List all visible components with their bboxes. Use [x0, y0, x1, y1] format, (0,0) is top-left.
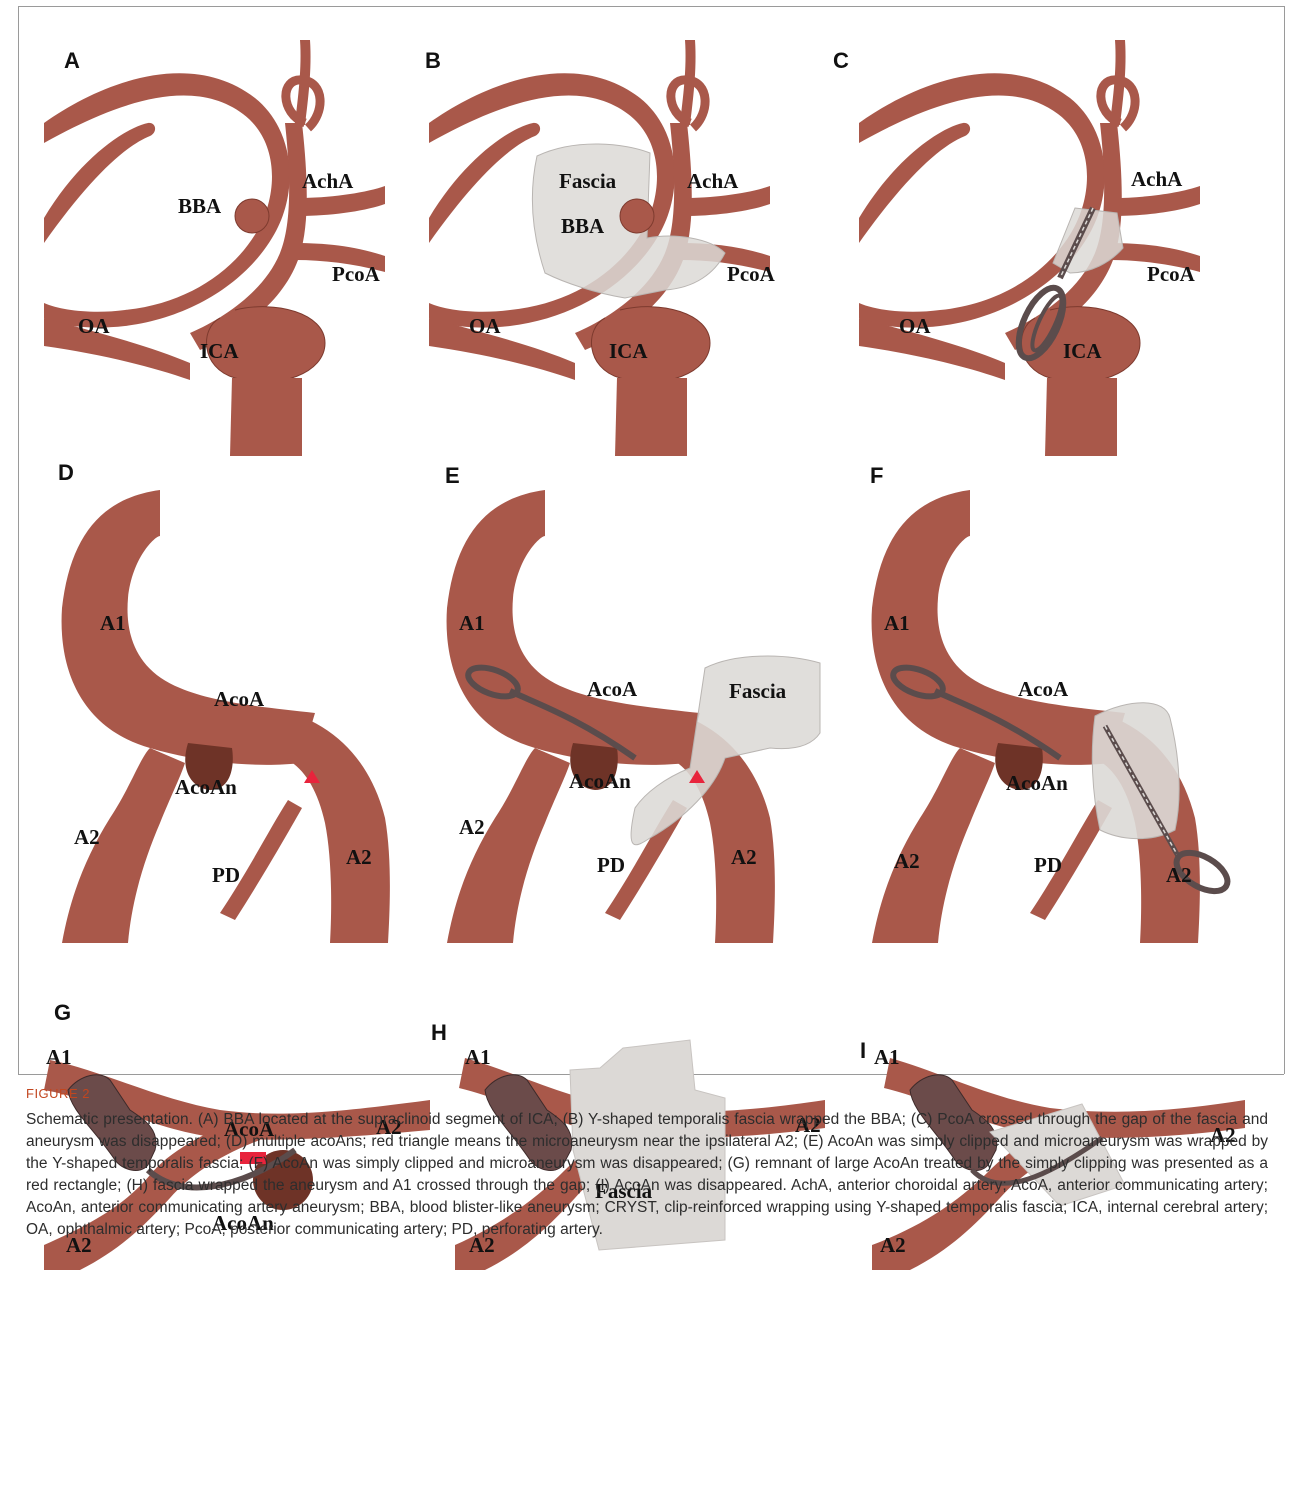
label-a1: A1 [465, 1045, 491, 1069]
label-a1: A1 [100, 611, 126, 635]
panel-f-illustration: A1 AcoA AcoAn A2 PD A2 [850, 458, 1250, 948]
figure-number: FIGURE 2 [26, 1086, 1268, 1101]
panel-a-illustration: BBA AchA PcoA OA ICA [40, 28, 430, 458]
label-acoa: AcoA [587, 677, 638, 701]
label-oa: OA [899, 314, 931, 338]
oa-branch [429, 318, 575, 380]
oa-branch [859, 318, 1005, 380]
ica-supraclinoid-illustration [44, 40, 385, 456]
label-acha: AchA [302, 169, 354, 193]
label-a2-right: A2 [731, 845, 757, 869]
label-a1: A1 [874, 1045, 900, 1069]
label-pd: PD [1034, 853, 1062, 877]
label-acha: AchA [1131, 167, 1183, 191]
panel-e: E A1 AcoA Fascia AcoAn A2 PD A2 [425, 458, 820, 948]
figure-frame-top [18, 6, 1284, 7]
label-acoan: AcoAn [175, 775, 237, 799]
panel-g: G A1 AcoA A2 AcoAn A2 [40, 1000, 435, 1075]
side-branch-left [859, 123, 970, 243]
panel-a: A BBA AchA PcoA OA ICA [40, 28, 430, 458]
label-a1: A1 [884, 611, 910, 635]
label-pcoa: PcoA [727, 262, 776, 286]
panel-c-illustration: AchA PcoA OA ICA [855, 28, 1245, 458]
panel-d: D A1 AcoA AcoAn A2 PD A2 [40, 458, 435, 948]
a2-left [447, 748, 570, 943]
label-pd: PD [597, 853, 625, 877]
label-bba: BBA [178, 194, 222, 218]
label-acoan: AcoAn [1006, 771, 1068, 795]
ica-proximal [230, 378, 302, 456]
panel-b-illustration: Fascia BBA AchA PcoA OA ICA [425, 28, 815, 458]
panel-c: C AchA PcoA OA ICA [855, 28, 1245, 458]
label-pcoa: PcoA [1147, 262, 1196, 286]
label-fascia: Fascia [559, 169, 617, 193]
ica-proximal [615, 378, 687, 456]
a2-left [872, 748, 995, 943]
label-pcoa: PcoA [332, 262, 381, 286]
label-acoan: AcoAn [569, 769, 631, 793]
label-a2-right: A2 [1166, 863, 1192, 887]
pd-branch [220, 800, 302, 920]
figure-caption-block: FIGURE 2 Schematic presentation. (A) BBA… [26, 1086, 1268, 1241]
bba-aneurysm [620, 199, 654, 233]
figure-frame-right [1284, 6, 1285, 1074]
label-acoa: AcoA [214, 687, 265, 711]
label-oa: OA [469, 314, 501, 338]
panel-e-illustration: A1 AcoA Fascia AcoAn A2 PD A2 [425, 458, 820, 948]
bba-aneurysm [235, 199, 269, 233]
panel-d-illustration: A1 AcoA AcoAn A2 PD A2 [40, 458, 435, 948]
figure-caption: Schematic presentation. (A) BBA located … [26, 1109, 1268, 1241]
label-acoa: AcoA [1018, 677, 1069, 701]
label-bba: BBA [561, 214, 605, 238]
side-branch-left [429, 123, 540, 243]
side-branch-left [44, 123, 155, 243]
panel-i: I A1 A2 A2 [850, 1000, 1250, 1075]
figure-frame-left [18, 6, 19, 1074]
oa-branch [44, 318, 190, 380]
label-a1: A1 [459, 611, 485, 635]
label-ica: ICA [609, 339, 648, 363]
panel-letter-c: C [833, 48, 849, 74]
panel-b: B Fascia BBA AchA PcoA OA ICA [425, 28, 815, 458]
label-a1: A1 [46, 1045, 72, 1069]
label-a2-left: A2 [894, 849, 920, 873]
label-pd: PD [212, 863, 240, 887]
label-a2-left: A2 [459, 815, 485, 839]
label-acha: AchA [687, 169, 739, 193]
panel-f: F A1 AcoA AcoAn A2 PD A2 [850, 458, 1250, 948]
ica-proximal [1045, 378, 1117, 456]
label-a2-right: A2 [346, 845, 372, 869]
ica-loop [859, 73, 1105, 327]
panel-h: H A1 A2 Fascia A2 [425, 1000, 825, 1075]
label-ica: ICA [1063, 339, 1102, 363]
label-ica: ICA [200, 339, 239, 363]
label-fascia: Fascia [729, 679, 787, 703]
label-a2-left: A2 [74, 825, 100, 849]
label-oa: OA [78, 314, 110, 338]
fascia-wrap [1092, 703, 1179, 839]
